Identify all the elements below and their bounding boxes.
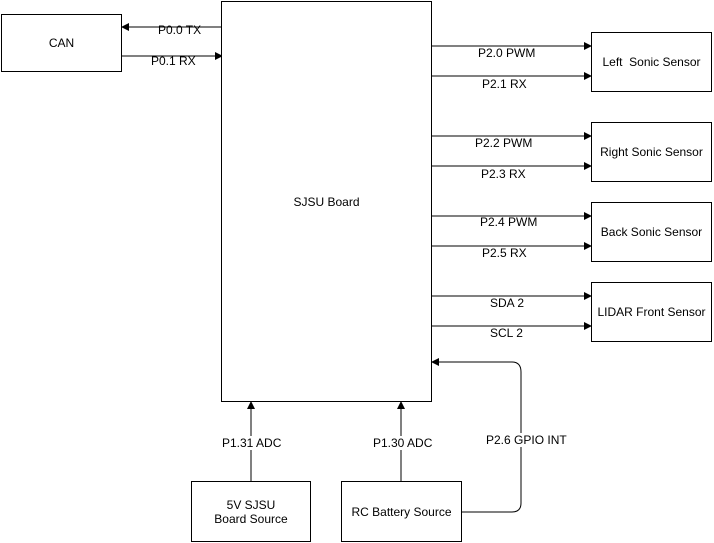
p1-30-adc-label: P1.30 ADC <box>372 436 434 450</box>
board-source-block: 5V SJSU Board Source <box>191 481 311 542</box>
right-sonic-sensor-label: Right Sonic Sensor <box>600 145 703 159</box>
p2-3-rx-label: P2.3 RX <box>481 167 526 181</box>
p1-31-adc-label: P1.31 ADC <box>221 436 283 450</box>
back-sonic-sensor-block: Back Sonic Sensor <box>591 202 712 262</box>
battery-source-label: RC Battery Source <box>351 504 452 519</box>
lidar-front-sensor-label: LIDAR Front Sensor <box>597 305 706 319</box>
board-source-label: 5V SJSU Board Source <box>214 497 288 526</box>
p2-2-pwm-label: P2.2 PWM <box>475 136 533 150</box>
sda2-label: SDA 2 <box>490 296 525 310</box>
p2-0-pwm-label: P2.0 PWM <box>478 46 536 60</box>
p2-6-gpio-int-label: P2.6 GPIO INT <box>485 433 568 447</box>
p2-1-rx-label: P2.1 RX <box>482 77 527 91</box>
p2-5-rx-label: P2.5 RX <box>482 246 527 260</box>
p2-4-pwm-label: P2.4 PWM <box>480 215 538 229</box>
can-label: CAN <box>48 36 75 50</box>
p0-0-tx-label: P0.0 TX <box>158 23 202 37</box>
sjsu-board-label: SJSU Board <box>293 194 360 209</box>
sjsu-board-block: SJSU Board <box>221 1 432 402</box>
scl2-label: SCL 2 <box>490 326 523 340</box>
lidar-front-sensor-block: LIDAR Front Sensor <box>591 282 712 342</box>
left-sonic-sensor-label: Left Sonic Sensor <box>602 55 701 69</box>
right-sonic-sensor-block: Right Sonic Sensor <box>591 122 712 182</box>
p0-1-rx-label: P0.1 RX <box>151 54 196 68</box>
battery-source-block: RC Battery Source <box>341 481 462 542</box>
left-sonic-sensor-block: Left Sonic Sensor <box>591 32 712 92</box>
can-block: CAN <box>1 14 122 72</box>
back-sonic-sensor-label: Back Sonic Sensor <box>600 225 703 239</box>
